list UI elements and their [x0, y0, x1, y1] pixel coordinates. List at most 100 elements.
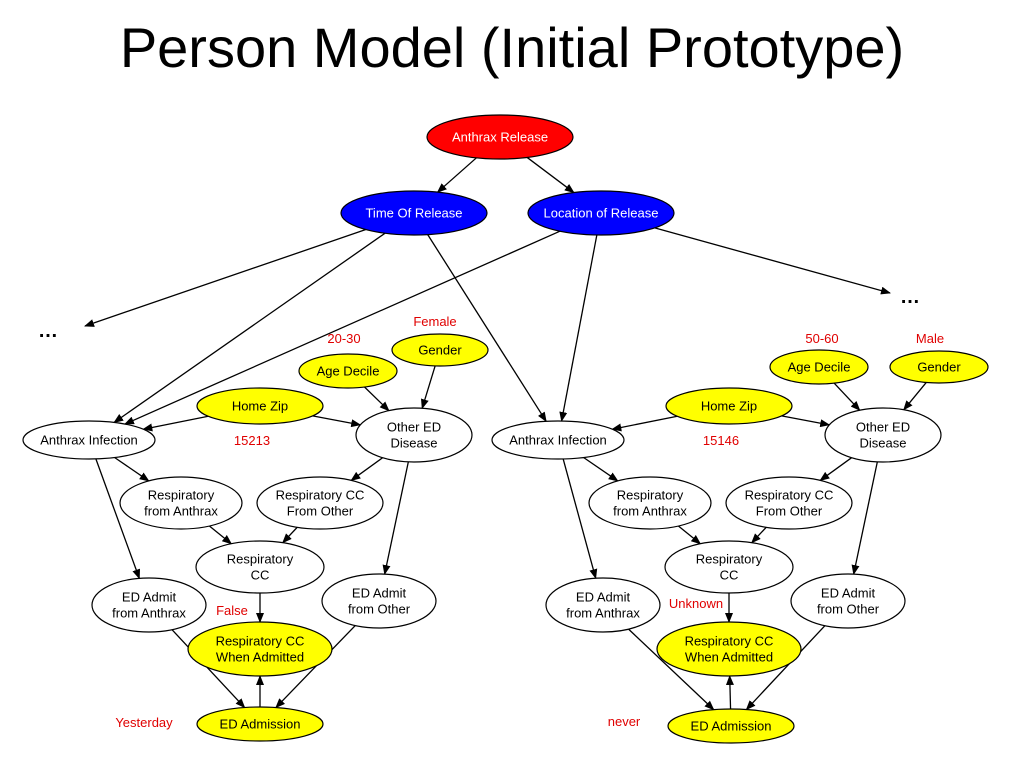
person1-node-other-ed-disease-label: Disease — [391, 436, 438, 451]
person2-node-respiratory-cc-label: CC — [720, 568, 739, 583]
person1-node-ed-admit-from-anthrax-label: ED Admit — [122, 590, 177, 605]
edge-p0-infect-to-p0-rfa — [114, 456, 150, 482]
edge-time-to-person2-infection — [427, 234, 547, 423]
edge-p1-rfa-to-p1-rcc — [677, 525, 702, 545]
person1-node-respiratory-cc-from-other-label: Respiratory CC — [276, 488, 365, 503]
person2-node-respiratory-cc-label: Respiratory — [696, 552, 763, 567]
person2-value-ed-admission: never — [608, 714, 641, 729]
edge-p1-infect-to-p1-rfa — [583, 456, 619, 482]
edge-p0-infect-to-p0-edaa — [95, 458, 141, 580]
node-time-of-release: Time Of Release — [340, 190, 488, 236]
edge-p1-edadm-to-p1-rccwa — [725, 674, 734, 710]
person2-node-anthrax-infection: Anthrax Infection — [491, 420, 625, 460]
person1-node-gender-shape — [391, 333, 489, 367]
edge-p1-age-to-p1-other — [833, 382, 861, 411]
slide-title: Person Model (Initial Prototype) — [119, 16, 905, 79]
person1-node-home-zip-shape — [196, 387, 324, 425]
person2-node-gender-label: Gender — [917, 360, 961, 375]
person1-node-respiratory-cc-from-other-label: From Other — [287, 504, 354, 519]
person1-node-other-ed-disease-shape — [355, 407, 473, 463]
person1-node-gender: Gender — [391, 333, 489, 367]
edge-p0-gender-to-p0-other — [420, 365, 436, 410]
person1-node-ed-admit-from-other-label: from Other — [348, 602, 411, 617]
edge-p0-zip-to-p0-other — [312, 415, 362, 428]
node-time-of-release-label: Time Of Release — [365, 206, 462, 221]
person1-node-gender-label: Gender — [418, 343, 462, 358]
edge-release-to-location — [526, 156, 575, 194]
person1-node-respiratory-cc-when-admitted-label: When Admitted — [216, 650, 304, 665]
person2-node-home-zip-label: Home Zip — [701, 399, 757, 414]
person1-node-ed-admission: ED Admission — [196, 706, 324, 742]
edge-p1-infect-to-p1-edaa — [562, 458, 598, 580]
person2-node-ed-admit-from-anthrax-label: ED Admit — [576, 590, 631, 605]
person2-node-ed-admit-from-anthrax-label: from Anthrax — [566, 606, 640, 621]
person1-node-respiratory-from-anthrax-label: Respiratory — [148, 488, 215, 503]
node-time-of-release-shape — [340, 190, 488, 236]
person2-node-respiratory-cc-when-admitted-label: When Admitted — [685, 650, 773, 665]
person2-node-home-zip: Home Zip — [665, 387, 793, 425]
person2-node-anthrax-infection-shape — [491, 420, 625, 460]
person1-node-respiratory-cc-label: Respiratory — [227, 552, 294, 567]
edge-location-to-more-persons-right — [654, 227, 891, 295]
ellipsis-left: … — [38, 320, 58, 342]
person2-node-age-decile: Age Decile — [769, 349, 869, 385]
edge-p0-rfa-to-p0-rcc — [208, 525, 233, 545]
person2-value-gender: Male — [916, 331, 944, 346]
person2-node-other-ed-disease-label: Disease — [860, 436, 907, 451]
edge-p1-gender-to-p1-other — [903, 382, 927, 411]
ellipsis-right: … — [900, 286, 920, 308]
edge-p0-other-to-p0-edao — [382, 461, 409, 576]
person1-node-ed-admit-from-anthrax-shape — [91, 577, 207, 633]
node-location-of-release-label: Location of Release — [544, 206, 659, 221]
node-anthrax-release-shape — [426, 114, 574, 160]
person2-node-respiratory-cc-when-admitted-label: Respiratory CC — [685, 634, 774, 649]
person2-node-respiratory-from-anthrax-label: Respiratory — [617, 488, 684, 503]
edge-time-to-person1-infection — [113, 232, 386, 424]
person1-node-age-decile-label: Age Decile — [317, 364, 380, 379]
edge-p0-other-to-p0-rco — [350, 457, 383, 482]
person1-node-home-zip: Home Zip — [196, 387, 324, 425]
person2-node-age-decile-shape — [769, 349, 869, 385]
person2-node-ed-admission: ED Admission — [667, 708, 795, 744]
person2-node-respiratory-cc-from-other-label: Respiratory CC — [745, 488, 834, 503]
person1-node-ed-admission-shape — [196, 706, 324, 742]
person1-node-ed-admission-label: ED Admission — [220, 717, 301, 732]
person2-node-ed-admission-label: ED Admission — [691, 719, 772, 734]
person1-node-respiratory-cc-from-other-shape — [256, 476, 384, 530]
person2-node-respiratory-cc-shape — [664, 540, 794, 594]
person1-value-ed-admission: Yesterday — [115, 715, 173, 730]
person2-node-respiratory-cc-when-admitted-shape — [656, 621, 802, 677]
person2-node-ed-admission-shape — [667, 708, 795, 744]
node-anthrax-release-label: Anthrax Release — [452, 130, 548, 145]
person2-node-ed-admit-from-other-shape — [790, 573, 906, 629]
person2-node-anthrax-infection-label: Anthrax Infection — [509, 433, 607, 448]
edge-location-to-person2-infection — [559, 234, 598, 423]
edge-p1-other-to-p1-edao — [851, 461, 878, 576]
person1-node-respiratory-cc-when-admitted-label: Respiratory CC — [216, 634, 305, 649]
person1-node-respiratory-from-anthrax-label: from Anthrax — [144, 504, 218, 519]
person2-node-gender-shape — [889, 350, 989, 384]
person1-node-home-zip-label: Home Zip — [232, 399, 288, 414]
person1-node-respiratory-cc-label: CC — [251, 568, 270, 583]
edge-p0-rco-to-p0-rcc — [282, 526, 298, 544]
person2-node-respiratory-from-anthrax-label: from Anthrax — [613, 504, 687, 519]
edges-layer — [84, 156, 927, 711]
node-anthrax-release: Anthrax Release — [426, 114, 574, 160]
edge-location-to-person1-infection — [124, 230, 561, 425]
person2-node-gender: Gender — [889, 350, 989, 384]
person2-node-ed-admit-from-other-label: from Other — [817, 602, 880, 617]
person1-node-ed-admit-from-other-label: ED Admit — [352, 586, 407, 601]
person1-node-respiratory-from-anthrax-shape — [119, 476, 243, 530]
person1-value-home-zip: 15213 — [234, 433, 270, 448]
